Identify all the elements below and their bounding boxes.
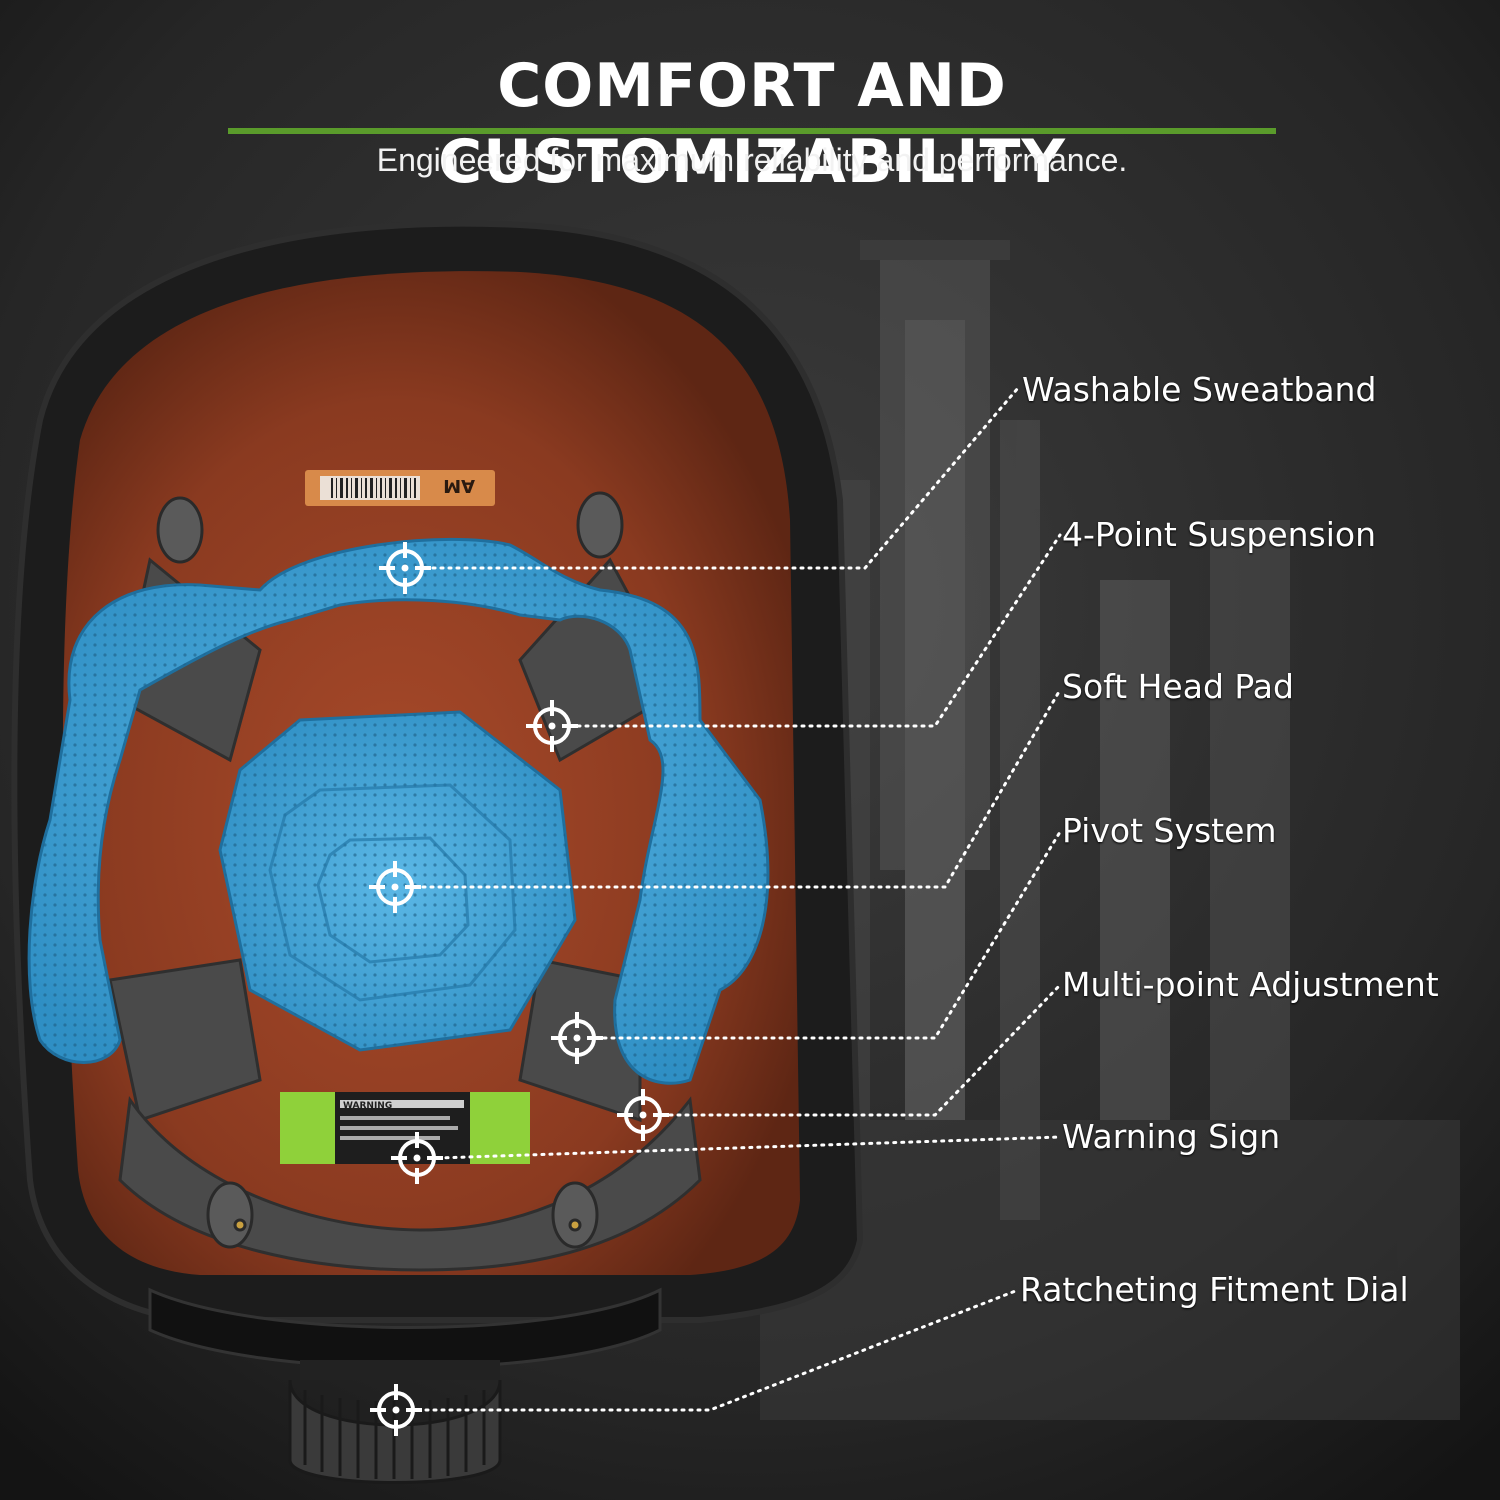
leader-multi-point-adjustment: [660, 983, 1062, 1117]
warning-sticker-text: WARNING: [343, 1101, 392, 1111]
rear-band: [148, 1287, 662, 1369]
leader-soft-head-pad: [413, 688, 1062, 889]
crosshair-icon: [370, 1384, 422, 1436]
crosshair-icon: [369, 861, 421, 913]
leader-pivot-system: [594, 830, 1062, 1040]
callout-ratcheting-fitment-dial: Ratcheting Fitment Dial: [1020, 1270, 1409, 1309]
head-pad: [218, 710, 577, 1052]
callout-warning-sign: Warning Sign: [1062, 1117, 1281, 1156]
page-title: COMFORT AND CUSTOMIZABILITY: [438, 51, 1066, 197]
leader-ratcheting-fitment-dial: [416, 1288, 1020, 1412]
leader-warning-sign: [436, 1135, 1062, 1160]
crosshair-icon: [617, 1089, 669, 1141]
title-underline: [228, 128, 1276, 134]
leader-washable-sweatband: [423, 386, 1020, 570]
callout-soft-head-pad: Soft Head Pad: [1062, 667, 1294, 706]
suspension-clips: [156, 491, 624, 1249]
callout-multi-point-adjustment: Multi-point Adjustment: [1062, 965, 1439, 1004]
callout-washable-sweatband: Washable Sweatband: [1022, 370, 1377, 409]
callout-pivot-system: Pivot System: [1062, 811, 1277, 850]
warning-sticker: WARNING: [280, 1092, 530, 1164]
crosshair-icon: [379, 542, 431, 594]
size-label-code: AM: [443, 475, 475, 496]
size-label: AM: [305, 470, 495, 506]
crosshair-markers: [369, 542, 669, 1436]
callout-4-point-suspension: 4-Point Suspension: [1062, 515, 1377, 554]
leader-4-point-suspension: [568, 533, 1062, 728]
page-subtitle: Engineered for maximum reliability and p…: [376, 142, 1128, 178]
crosshair-icon: [551, 1012, 603, 1064]
crosshair-icon: [526, 700, 578, 752]
crosshair-icon: [391, 1132, 443, 1184]
leader-lines: [413, 386, 1062, 1412]
